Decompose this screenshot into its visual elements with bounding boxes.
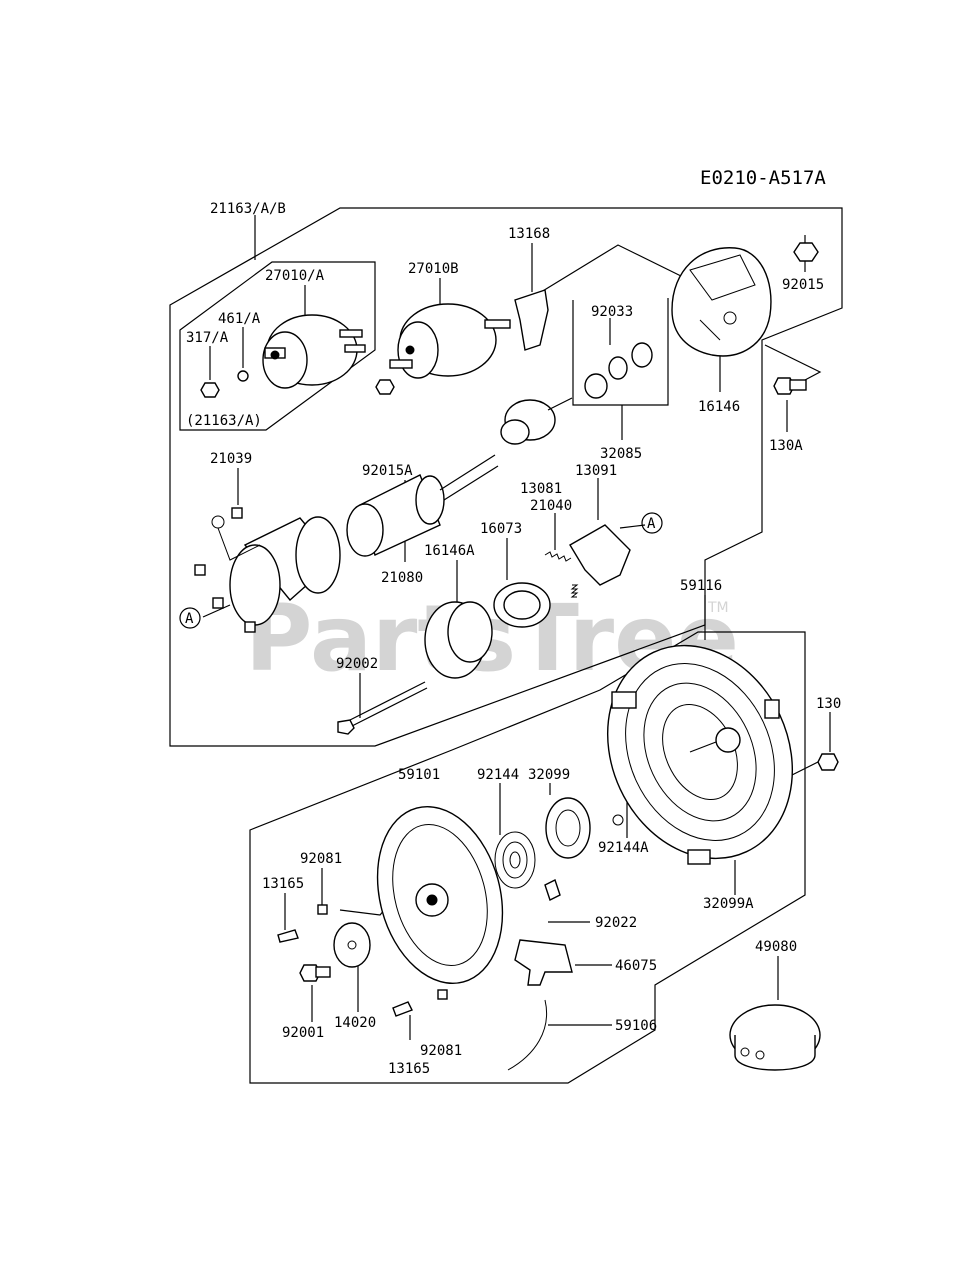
callout-49080[interactable]: 49080 <box>755 939 797 955</box>
callout-461A[interactable]: 461/A <box>218 311 261 327</box>
solenoid-27010A-part <box>262 314 366 389</box>
callout-21080[interactable]: 21080 <box>381 570 423 586</box>
callout-92002[interactable]: 92002 <box>336 656 378 672</box>
brush-plate-16073-part <box>493 582 551 628</box>
solenoid-27010B-part <box>389 303 511 379</box>
marker-circle-left <box>179 607 201 629</box>
callout-92001[interactable]: 92001 <box>282 1025 324 1041</box>
bolt-92001-part <box>299 964 331 982</box>
callout-46075[interactable]: 46075 <box>615 958 657 974</box>
armature-21080-part <box>346 454 499 557</box>
callout-92015[interactable]: 92015 <box>782 277 824 293</box>
marker-circle-right <box>641 512 663 534</box>
callout-32099A[interactable]: 32099A <box>703 896 754 912</box>
nut-27010B-part <box>375 379 395 395</box>
callout-13165b[interactable]: 13165 <box>388 1061 430 1077</box>
shift-lever-13168-part <box>514 289 549 351</box>
callout-59101[interactable]: 59101 <box>398 767 440 783</box>
callout-32085[interactable]: 32085 <box>600 446 642 462</box>
spring-92144A-part <box>612 814 624 826</box>
callout-27010B[interactable]: 27010B <box>408 261 459 277</box>
pinion-clutch-part <box>500 397 573 445</box>
spiral-spring-92144-part <box>494 831 536 889</box>
callout-92144[interactable]: 92144 <box>477 767 519 783</box>
diagram-code: E0210-A517A <box>700 167 826 189</box>
parts <box>194 242 839 1071</box>
snap-ring-92033-part <box>608 356 628 380</box>
through-bolt-92002-part <box>337 681 428 735</box>
washer-32085-part <box>584 373 608 399</box>
cup-49080-part <box>729 1004 821 1071</box>
pawl-13165a-part <box>277 929 299 943</box>
callout-130[interactable]: 130 <box>816 696 841 712</box>
callout-21040[interactable]: 21040 <box>530 498 572 514</box>
callout-92022[interactable]: 92022 <box>595 915 637 931</box>
callout-16146[interactable]: 16146 <box>698 399 740 415</box>
callout-32099[interactable]: 32099 <box>528 767 570 783</box>
leader-A-left <box>202 604 231 618</box>
callout-92144A[interactable]: 92144A <box>598 840 649 856</box>
nut-317A-part <box>200 382 220 398</box>
callout-14020[interactable]: 14020 <box>334 1015 376 1031</box>
callout-92081b[interactable]: 92081 <box>420 1043 462 1059</box>
callout-16073[interactable]: 16073 <box>480 521 522 537</box>
recoil-group-outline <box>249 631 806 1084</box>
callout-21163A[interactable]: (21163/A) <box>186 413 262 429</box>
callout-21163AB[interactable]: 21163/A/B <box>210 201 286 217</box>
callout-92081a[interactable]: 92081 <box>300 851 342 867</box>
solenoid-subgroup-outline <box>179 261 376 431</box>
spring-21040-part <box>544 551 572 562</box>
bolt-130A-part <box>773 377 807 395</box>
rope-59106-part <box>507 999 547 1071</box>
gear-cover-16146-part <box>671 247 772 357</box>
callout-21039[interactable]: 21039 <box>210 451 252 467</box>
callout-92015A[interactable]: 92015A <box>362 463 413 479</box>
part-callouts: 21163/A/B 27010/A 461/A 317/A (21163/A) … <box>186 201 841 1077</box>
callout-13168[interactable]: 13168 <box>508 226 550 242</box>
leader-13168-cover <box>527 244 686 301</box>
marker-A-left: A <box>185 611 194 627</box>
group-outlines <box>169 207 843 1084</box>
end-frame-16146A-part <box>424 601 493 679</box>
callout-59106[interactable]: 59106 <box>615 1018 657 1034</box>
nut-32085-part <box>631 342 653 368</box>
bolt-130-part <box>791 753 839 776</box>
marker-A-right: A <box>647 516 656 532</box>
guide-92022-part <box>544 879 561 901</box>
callout-13081[interactable]: 13081 <box>520 481 562 497</box>
callout-92033[interactable]: 92033 <box>591 304 633 320</box>
bracket-32085 <box>572 298 669 406</box>
brush-holder-13091-part <box>569 524 631 586</box>
callout-16146A[interactable]: 16146A <box>424 543 475 559</box>
callout-317A[interactable]: 317/A <box>186 330 229 346</box>
pawl-13165b-part <box>392 1001 413 1017</box>
callout-13091[interactable]: 13091 <box>575 463 617 479</box>
leader-130A-cover <box>764 344 822 381</box>
nut-92015-part <box>793 242 819 262</box>
callout-59116[interactable]: 59116 <box>680 578 722 594</box>
callout-13165a[interactable]: 13165 <box>262 876 304 892</box>
starter-group-outline <box>169 207 843 747</box>
reference-markers: A A <box>179 512 663 629</box>
spring-92081a-part <box>317 904 328 915</box>
callout-27010A[interactable]: 27010/A <box>265 268 325 284</box>
fan-cover-59116-part <box>606 644 794 865</box>
yoke-21039-part <box>194 507 341 633</box>
ring-32099-part <box>545 797 591 859</box>
spring-92081b-part <box>437 989 448 1000</box>
watermark-trademark: TM <box>707 600 729 616</box>
leader-A-right <box>619 524 646 529</box>
callout-130A[interactable]: 130A <box>769 438 803 454</box>
recoil-pulley-59101-part <box>376 805 504 985</box>
handle-46075-part <box>514 939 573 986</box>
washer-461A-part <box>237 370 249 382</box>
ratchet-14020-part <box>333 922 371 968</box>
spring-13081-part <box>570 584 579 598</box>
